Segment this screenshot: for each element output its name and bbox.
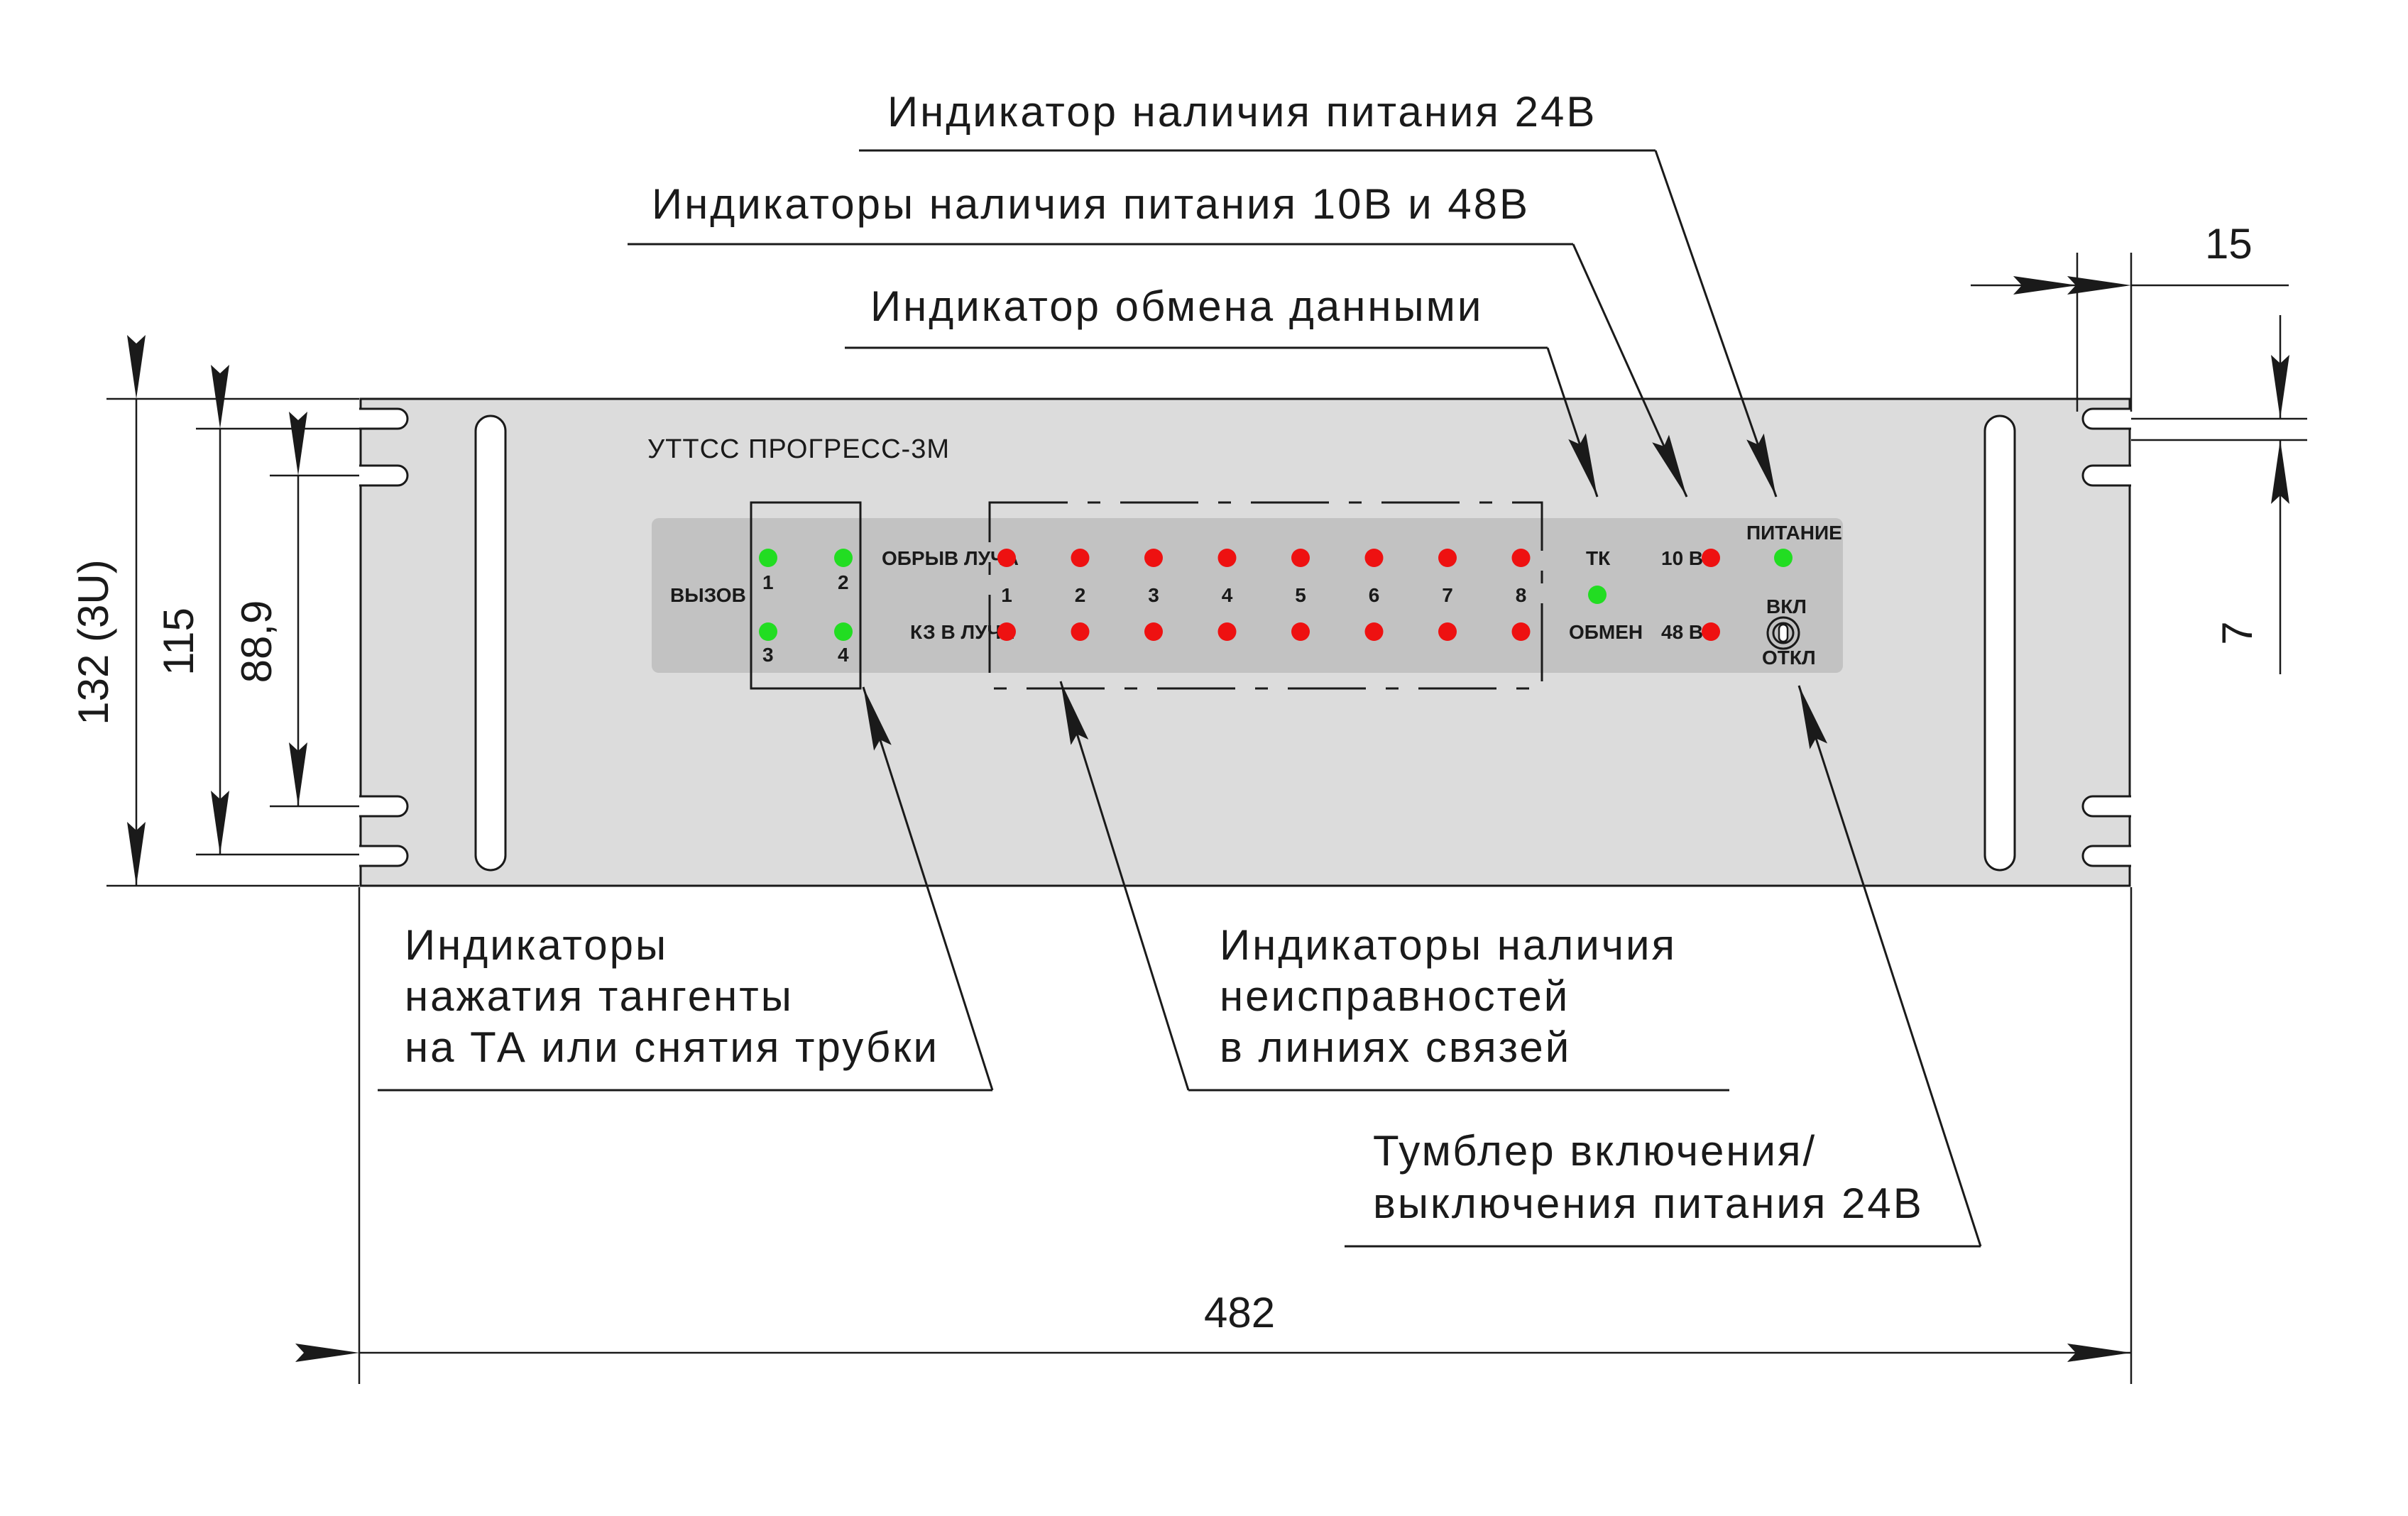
short-led-7 (1438, 622, 1457, 641)
break-led-8 (1511, 549, 1531, 567)
call-label: ВЫЗОВ (670, 584, 746, 606)
callout-exchange: Индикатор обмена данными (845, 282, 1599, 498)
break-led-7 (1438, 549, 1457, 567)
power-led (1774, 549, 1793, 567)
callout-exchange-text: Индикатор обмена данными (870, 282, 1483, 330)
callout-power10-48: Индикаторы наличия питания 10В и 48В (628, 180, 1688, 498)
line-number-6: 6 (1369, 584, 1380, 606)
line-number-7: 7 (1442, 584, 1453, 606)
break-led-4 (1217, 549, 1237, 567)
dimension-slot-label: 7 (2213, 621, 2261, 644)
v48-label: 48 В (1661, 621, 1703, 643)
power-label: ПИТАНИЕ (1746, 522, 1842, 544)
callout-power24: Индикатор наличия питания 24В (859, 88, 1778, 498)
exchange-led (1588, 586, 1607, 604)
dimension-height-889: 88,9 (233, 412, 359, 808)
dimension-width-label: 482 (1204, 1289, 1275, 1336)
dimension-height-total: 132 (3U) (70, 335, 359, 887)
short-led-8 (1511, 622, 1531, 641)
dimension-height-115: 115 (155, 365, 359, 856)
dimension-slot: 7 (2131, 315, 2307, 674)
line-number-2: 2 (1075, 584, 1086, 606)
call-led-3 (759, 622, 777, 641)
left-mount-notches (359, 407, 409, 867)
right-mount-notches (2081, 407, 2131, 867)
device-title: УТТСС ПРОГРЕСС-3М (647, 434, 950, 464)
callout-press-line-3: на ТА или снятия трубки (405, 1023, 939, 1071)
short-led-2 (1071, 622, 1090, 641)
dimension-height-115-label: 115 (155, 608, 202, 676)
off-label: ОТКЛ (1762, 647, 1816, 669)
short-led-5 (1291, 622, 1310, 641)
short-led-6 (1364, 622, 1384, 641)
short-label: КЗ В ЛУЧЕ (910, 621, 1014, 643)
callout-toggle: Тумблер включения/ выключения питания 24… (1345, 685, 1982, 1248)
callout-press-line-2: нажатия тангенты (405, 972, 794, 1020)
line-number-1: 1 (1001, 584, 1012, 606)
call-number-1: 1 (762, 571, 774, 593)
break-led-6 (1364, 549, 1384, 567)
v48-led (1702, 622, 1720, 641)
call-led-1 (759, 549, 777, 567)
dimension-ear-label: 15 (2205, 220, 2253, 268)
break-led-1 (997, 549, 1016, 567)
call-led-2 (834, 549, 853, 567)
dimension-ear: 15 (1971, 220, 2289, 412)
short-led-3 (1144, 622, 1163, 641)
call-indicator-block: ВЫЗОВ 1 2 3 4 (652, 501, 1688, 690)
dimension-height-total-label: 132 (3U) (70, 559, 117, 725)
power-toggle-switch[interactable] (1766, 616, 1800, 650)
left-slot (474, 414, 507, 872)
fault-led-grid: 1 2 3 4 5 6 7 8 (997, 549, 1531, 641)
tk-label: ТК (1586, 547, 1611, 569)
v10-label: 10 В (1661, 547, 1703, 569)
tk-block: ТК ОБМЕН (1558, 518, 1643, 673)
exchange-label: ОБМЕН (1569, 621, 1643, 643)
call-number-2: 2 (838, 571, 849, 593)
power-block: 10 В 48 В ПИТАНИЕ ВКЛ ОТКЛ (1647, 518, 1843, 673)
callout-faults: Индикаторы наличия неисправностей в лини… (1059, 681, 1729, 1092)
right-slot (1983, 414, 2016, 872)
call-led-4 (834, 622, 853, 641)
call-number-4: 4 (838, 644, 849, 666)
callout-faults-line-2: неисправностей (1220, 972, 1570, 1020)
line-number-3: 3 (1148, 584, 1159, 606)
dimension-width: 482 (295, 887, 2133, 1384)
line-number-5: 5 (1295, 584, 1306, 606)
callout-press: Индикаторы нажатия тангенты на ТА или сн… (378, 686, 994, 1092)
callout-press-line-1: Индикаторы (405, 921, 668, 969)
break-label: ОБРЫВ ЛУЧА (882, 547, 1019, 569)
line-number-8: 8 (1516, 584, 1527, 606)
on-label: ВКЛ (1766, 595, 1807, 617)
break-led-2 (1071, 549, 1090, 567)
callout-toggle-line-2: выключения питания 24В (1373, 1180, 1924, 1227)
short-led-1 (997, 622, 1016, 641)
break-led-3 (1144, 549, 1163, 567)
callout-power10-48-text: Индикаторы наличия питания 10В и 48В (652, 180, 1530, 228)
break-led-5 (1291, 549, 1310, 567)
callout-toggle-line-1: Тумблер включения/ (1373, 1127, 1817, 1175)
callout-faults-line-3: в линиях связей (1220, 1023, 1571, 1071)
call-number-3: 3 (762, 644, 774, 666)
short-led-4 (1217, 622, 1237, 641)
callout-faults-line-1: Индикаторы наличия (1220, 921, 1677, 969)
line-number-4: 4 (1222, 584, 1233, 606)
line-fault-block: ОБРЫВ ЛУЧА КЗ В ЛУЧЕ 1 2 3 4 5 6 7 8 (882, 501, 1543, 690)
callout-power24-text: Индикатор наличия питания 24В (887, 88, 1597, 136)
v10-led (1702, 549, 1720, 567)
dimension-height-889-label: 88,9 (233, 600, 280, 683)
